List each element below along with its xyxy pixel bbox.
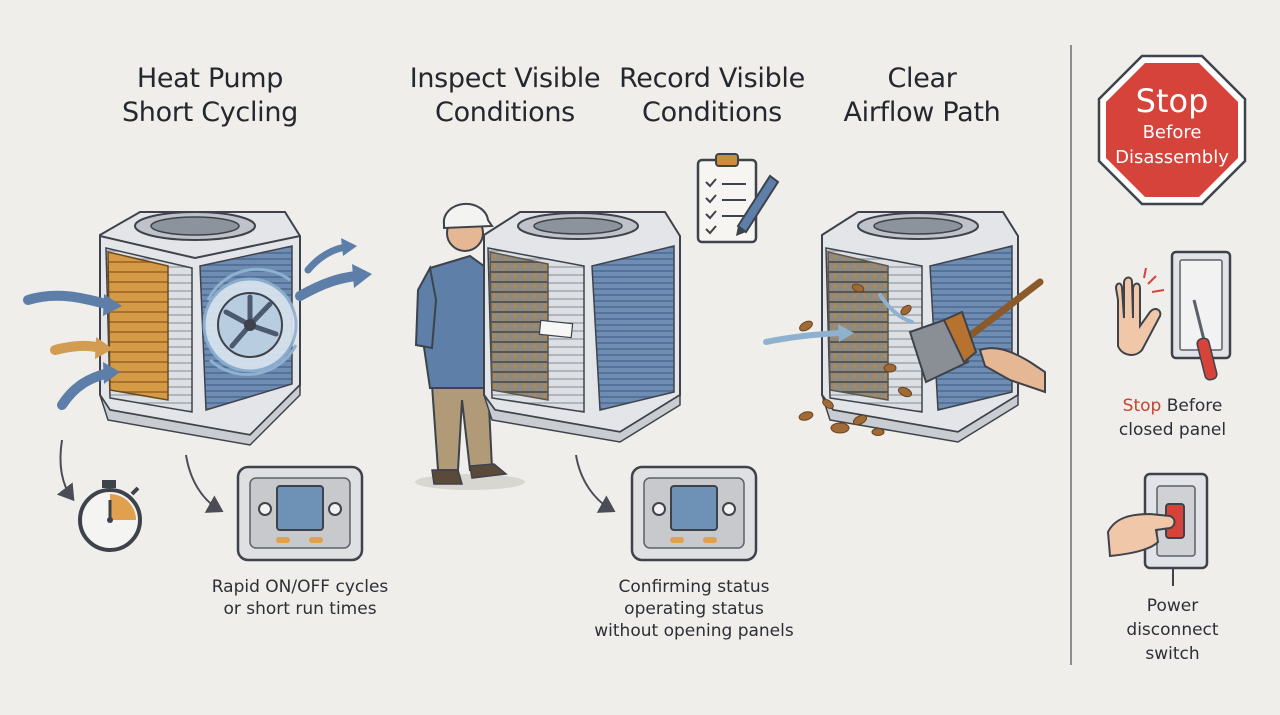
step-title-short-cycling: Heat Pump Short Cycling [110,62,310,130]
stop-sign: Stop Before Disassembly [1097,54,1247,206]
flow-arrow [575,454,616,513]
screwdriver-icon [1192,299,1218,381]
step-title-line: Heat Pump [136,63,284,94]
step-title-line: Record Visible [619,63,805,94]
step-title-inspect: Inspect Visible Conditions [405,62,605,130]
caption-line: Rapid ON/OFF cycles [211,577,389,597]
stop-sign-main-text: Stop [1136,82,1209,120]
caption-line: Confirming status [618,577,770,597]
stop-sign-sub2-text: Disassembly [1115,147,1229,168]
caption-cycling: Rapid ON/OFF cycles or short run times [190,576,410,620]
thermostat-icon-2 [630,465,758,562]
heat-pump-unit-2 [483,211,681,443]
caption-stop-before: Stop Before closed panel [1090,394,1255,442]
caption-line: operating status [624,599,764,619]
technician [414,202,532,490]
caption-line: closed panel [1118,420,1227,440]
caption-line: or short run times [223,599,377,619]
step-title-clear-airflow: Clear Airflow Path [822,62,1022,130]
airflow-arrows-1 [23,238,372,410]
caption-line: switch [1145,644,1200,664]
step-title-line: Conditions [435,97,575,128]
step-title-record: Record Visible Conditions [612,62,812,130]
caption-line: Power [1146,596,1199,616]
caption-before-word: Before [1161,396,1223,416]
pen-icon [736,174,780,236]
step-title-line: Airflow Path [843,97,1001,128]
step-title-line: Short Cycling [121,97,299,128]
caption-power-disconnect: Power disconnect switch [1090,594,1255,666]
leaf-debris [798,283,913,436]
step-title-line: Inspect Visible [409,63,601,94]
disconnect-switch-icon [1143,472,1209,586]
caption-line: Stop Before [1090,394,1255,418]
step-title-line: Clear [887,63,957,94]
raised-hand-icon [1114,267,1165,356]
step-title-line: Conditions [642,97,782,128]
hand-pressing-switch [1106,512,1176,558]
heat-pump-unit-3 [821,211,1019,443]
brush-icon [908,278,1046,394]
stop-sign-sub1-text: Before [1143,122,1202,143]
caption-line: without opening panels [594,621,794,641]
caption-status: Confirming status operating status witho… [574,576,814,642]
thermostat-icon-1 [236,465,364,562]
airflow-arrow-3 [763,293,914,345]
flow-arrow [56,439,75,502]
caption-stop-word: Stop [1122,396,1162,416]
heat-pump-unit-1 [99,211,301,446]
caption-line: disconnect [1126,620,1219,640]
electrical-panel-icon [1170,250,1232,360]
flow-arrow [185,454,224,513]
stopwatch-icon [78,480,142,552]
